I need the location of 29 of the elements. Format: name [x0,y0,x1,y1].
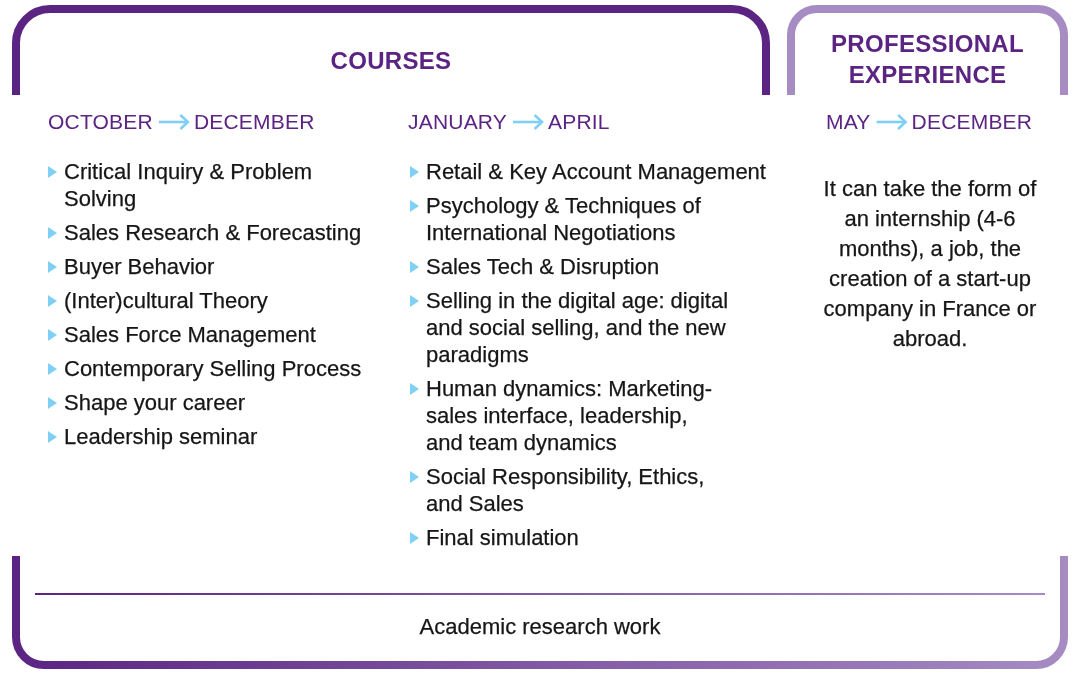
section-title: PROFESSIONAL EXPERIENCE [830,29,1025,90]
month-label: MAY [820,108,877,136]
course-item: Sales Tech & Disruption [426,253,660,280]
arrow [513,113,544,131]
month-label: DECEMBER [905,108,1039,136]
month-label: JANUARY [402,108,514,136]
course-item: Retail & Key Account Management [426,158,766,185]
course-item: Psychology & Techniques of International Negotiations [426,192,702,246]
arrow [158,113,190,131]
band-label: Academic research work [419,613,661,641]
course-item: Sales Force Management [64,321,316,348]
course-item: Sales Research & Forecasting [64,219,362,246]
month-label: OCTOBER [42,108,159,136]
course-item: Leadership seminar [64,423,258,450]
bracket-frame [12,556,1068,669]
month-label: APRIL [542,108,616,136]
course-item: Shape your career [64,389,245,416]
course-item: Buyer Behavior [64,253,215,280]
course-item: Contemporary Selling Process [64,355,362,382]
course-item: Selling in the digital age: digital and social selling, and the new paradigms [426,287,730,368]
month-label: DECEMBER [187,108,321,136]
arrow [876,113,907,131]
description-text: It can take the form of an internship (4-6 months), a job, the creation of a start-up company in France or abroad. [822,175,1038,353]
course-item: Critical Inquiry & Problem Solving [64,158,314,212]
course-item: Human dynamics: Marketing-sales interface, leadership, and team dynamics [426,375,714,456]
course-item: (Inter)cultural Theory [64,287,268,314]
section-title: COURSES [330,46,452,76]
course-item: Final simulation [426,524,579,551]
course-item: Social Responsibility, Ethics, and Sales [426,463,706,517]
